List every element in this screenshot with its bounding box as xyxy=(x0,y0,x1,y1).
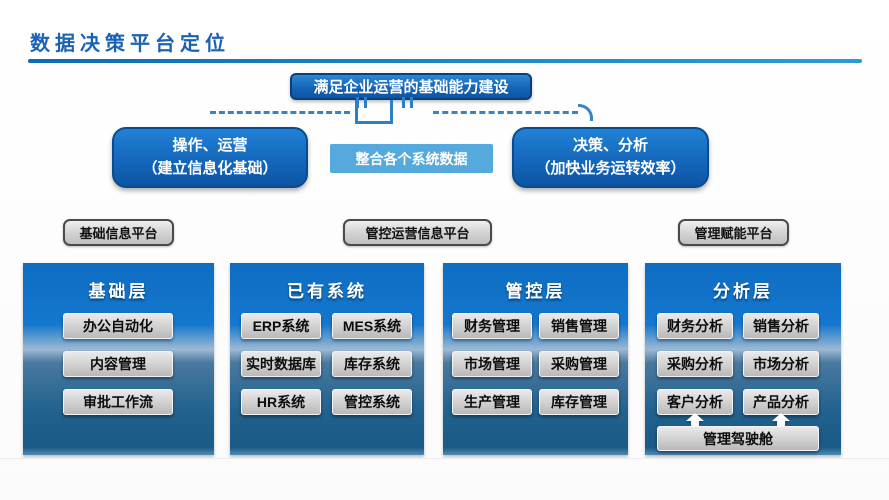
chip-mes-system: MES系统 xyxy=(332,313,412,339)
platform-label-basic-info: 基础信息平台 xyxy=(63,219,174,246)
flow-box-decision: 决策、分析 （加快业务运转效率） xyxy=(512,127,709,188)
column-analysis-layer: 分析层 财务分析 销售分析 采购分析 市场分析 客户分析 产品分析 管理驾驶舱 xyxy=(645,263,841,455)
platform-label-text: 管理赋能平台 xyxy=(694,226,773,241)
chip-management-cockpit: 管理驾驶舱 xyxy=(657,426,819,451)
chip-finance-analysis: 财务分析 xyxy=(657,313,733,339)
up-arrow-icon xyxy=(686,413,704,427)
chip-product-analysis: 产品分析 xyxy=(743,389,819,415)
column-header: 分析层 xyxy=(713,282,773,301)
flow-right-line1: 决策、分析 xyxy=(572,137,648,154)
chip-content-management: 内容管理 xyxy=(63,351,173,377)
tick-marks-icon xyxy=(402,97,413,108)
chip-procurement-management: 采购管理 xyxy=(539,351,619,377)
chip-sales-management: 销售管理 xyxy=(539,313,619,339)
chip-production-management: 生产管理 xyxy=(452,389,532,415)
flow-right-line2: （加快业务运转效率） xyxy=(535,159,686,177)
chip-market-management: 市场管理 xyxy=(452,351,532,377)
flow-box-integrate: 整合各个系统数据 xyxy=(330,144,493,173)
dashed-line-right xyxy=(433,111,578,114)
platform-label-control-operation: 管控运营信息平台 xyxy=(343,219,492,246)
chip-approval-workflow: 审批工作流 xyxy=(63,389,173,415)
column-control-layer: 管控层 财务管理 销售管理 市场管理 采购管理 生产管理 库存管理 xyxy=(443,263,628,455)
up-arrow-icon xyxy=(772,413,790,427)
page-title: 数据决策平台定位 xyxy=(30,33,230,55)
title-underline xyxy=(28,59,862,63)
baseline-divider xyxy=(0,458,889,459)
chip-market-analysis: 市场分析 xyxy=(743,351,819,377)
column-header: 已有系统 xyxy=(287,282,367,301)
tick-marks-icon xyxy=(356,97,367,108)
chip-procurement-analysis: 采购分析 xyxy=(657,351,733,377)
platform-label-text: 管控运营信息平台 xyxy=(365,226,470,241)
chip-control-system: 管控系统 xyxy=(332,389,412,415)
chip-inventory-management: 库存管理 xyxy=(539,389,619,415)
chip-erp-system: ERP系统 xyxy=(241,313,321,339)
top-banner: 满足企业运营的基础能力建设 xyxy=(290,73,532,100)
column-existing-systems: 已有系统 ERP系统 MES系统 实时数据库 库存系统 HR系统 管控系统 xyxy=(230,263,424,455)
column-header: 基础层 xyxy=(88,282,149,301)
curve-hook-icon xyxy=(578,104,593,121)
chip-office-automation: 办公自动化 xyxy=(63,313,173,339)
chip-hr-system: HR系统 xyxy=(241,389,321,415)
flow-box-operation: 操作、运营 （建立信息化基础） xyxy=(112,127,308,188)
flow-center-label: 整合各个系统数据 xyxy=(355,150,468,167)
chip-customer-analysis: 客户分析 xyxy=(657,389,733,415)
chip-finance-management: 财务管理 xyxy=(452,313,532,339)
platform-label-text: 基础信息平台 xyxy=(79,226,158,241)
flow-left-line1: 操作、运营 xyxy=(172,137,248,154)
chip-realtime-database: 实时数据库 xyxy=(241,351,321,377)
platform-label-management-enable: 管理赋能平台 xyxy=(678,219,789,246)
bracket-connector-icon xyxy=(355,100,393,124)
top-banner-label: 满足企业运营的基础能力建设 xyxy=(313,79,509,96)
column-base-layer: 基础层 办公自动化 内容管理 审批工作流 xyxy=(23,263,214,455)
chip-inventory-system: 库存系统 xyxy=(332,351,412,377)
flow-left-line2: （建立信息化基础） xyxy=(142,159,278,177)
dashed-line-left xyxy=(210,111,350,114)
chip-sales-analysis: 销售分析 xyxy=(743,313,819,339)
column-header: 管控层 xyxy=(505,282,566,301)
